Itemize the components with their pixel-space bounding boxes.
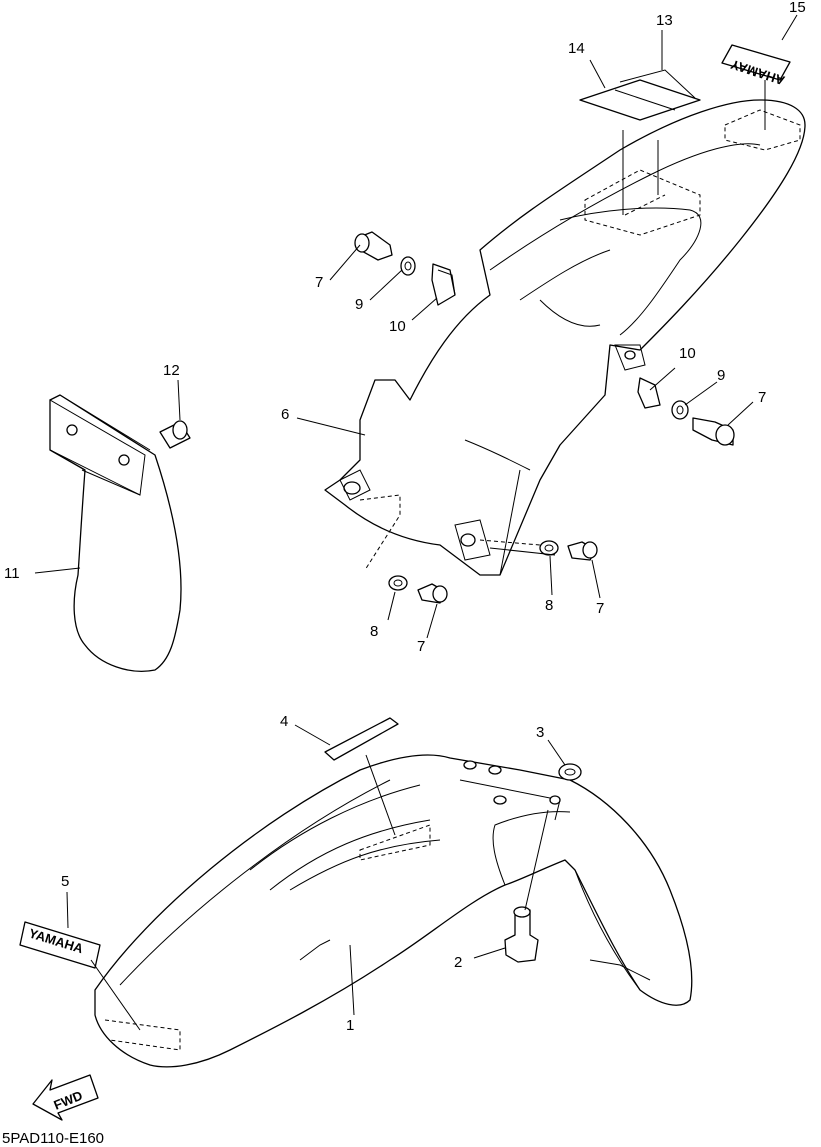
bolt-7-lowright bbox=[567, 541, 598, 561]
mud-flap bbox=[49, 394, 182, 672]
label-10-right: 10 bbox=[679, 345, 696, 362]
label-10-upper: 10 bbox=[389, 318, 406, 335]
decal-14 bbox=[579, 79, 701, 121]
decal-15: YAMAHA bbox=[721, 44, 791, 88]
washer-9-upper bbox=[400, 256, 416, 276]
label-15: 15 bbox=[789, 0, 806, 16]
label-3: 3 bbox=[536, 724, 544, 741]
label-12: 12 bbox=[163, 362, 180, 379]
grommet-3 bbox=[558, 763, 582, 781]
washer-9-right bbox=[671, 400, 689, 420]
label-13: 13 bbox=[656, 12, 673, 29]
label-11: 11 bbox=[4, 565, 20, 582]
label-7-right: 7 bbox=[758, 389, 766, 406]
label-5: 5 bbox=[61, 873, 69, 890]
collar-8-right bbox=[539, 540, 559, 556]
decal-5: YAMAHA bbox=[19, 921, 101, 969]
label-7-lowright: 7 bbox=[596, 600, 604, 617]
label-9-upper: 9 bbox=[355, 296, 363, 313]
bolt-7-upper bbox=[354, 231, 393, 261]
label-6: 6 bbox=[281, 406, 289, 423]
nut-10-right bbox=[637, 377, 661, 409]
leader-lines bbox=[34, 14, 798, 1031]
collar-8-left bbox=[388, 575, 408, 591]
label-7-lowleft: 7 bbox=[417, 638, 425, 655]
label-8-left: 8 bbox=[370, 623, 378, 640]
bolt-7-right bbox=[692, 417, 735, 446]
label-8-right: 8 bbox=[545, 597, 553, 614]
label-4: 4 bbox=[280, 713, 288, 730]
label-7-upper: 7 bbox=[315, 274, 323, 291]
label-1: 1 bbox=[346, 1017, 354, 1034]
front-fender bbox=[94, 754, 693, 1068]
label-9-right: 9 bbox=[717, 367, 725, 384]
rear-fender bbox=[324, 99, 806, 576]
decal-13 bbox=[619, 69, 696, 99]
bolt-2 bbox=[504, 906, 539, 963]
bolt-12 bbox=[159, 420, 191, 449]
callout-labels: 1 2 3 4 5 6 7 7 7 7 8 8 9 9 10 10 11 12 … bbox=[4, 0, 806, 1034]
label-14: 14 bbox=[568, 40, 585, 57]
label-2: 2 bbox=[454, 954, 462, 971]
bolt-7-lowleft bbox=[417, 583, 448, 604]
fwd-arrow: FWD bbox=[32, 1074, 99, 1121]
diagram-code: 5PAD110-E160 bbox=[2, 1130, 104, 1147]
nut-10-upper bbox=[431, 263, 456, 306]
decal-4 bbox=[324, 717, 399, 761]
